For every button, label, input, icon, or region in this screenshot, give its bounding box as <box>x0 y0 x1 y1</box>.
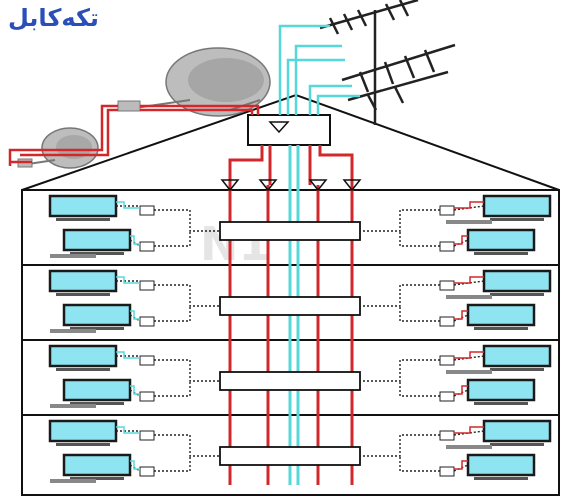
riser-caps <box>220 179 362 192</box>
tv-feed <box>116 276 140 284</box>
amplifier-icon <box>268 121 290 134</box>
tv-feed <box>116 351 140 359</box>
tv-icon <box>466 378 536 405</box>
antenna-cables <box>278 24 360 115</box>
splitter-icon <box>139 466 155 477</box>
tv-icon <box>466 453 536 480</box>
coax-cable <box>453 355 485 361</box>
splitter-icon <box>139 316 155 327</box>
coax-cable <box>399 456 440 472</box>
tv-feed <box>454 426 484 434</box>
coax-cable <box>154 209 220 232</box>
multiswitch <box>219 446 361 466</box>
tv-icon <box>466 228 536 255</box>
receiver <box>446 370 492 374</box>
coax-cable <box>453 430 485 436</box>
tv-feed <box>454 201 484 209</box>
multiswitch <box>219 221 361 241</box>
tv-antenna-icon <box>319 0 456 125</box>
splitter-icon <box>139 205 155 216</box>
receiver <box>446 220 492 224</box>
coax-cable <box>129 239 141 247</box>
multiswitch <box>219 371 361 391</box>
splitter-icon <box>439 391 455 402</box>
coax-cable <box>453 464 469 472</box>
coax-cable <box>129 389 141 397</box>
coax-cable <box>453 280 485 286</box>
coax-cable <box>154 306 191 322</box>
splitter-icon <box>439 280 455 291</box>
tv-feed <box>454 310 468 320</box>
tv-icon <box>482 269 552 296</box>
coax-cable <box>399 306 440 322</box>
tv-feed <box>454 235 468 245</box>
coax-cable <box>154 284 220 307</box>
splitter-icon <box>139 280 155 291</box>
receiver <box>446 445 492 449</box>
splitter-icon <box>439 466 455 477</box>
coax-cable <box>360 209 440 232</box>
satellite-dish-icon <box>117 47 271 117</box>
coax-cable <box>154 359 220 382</box>
coax-cable <box>154 456 191 472</box>
coax-cable <box>129 314 141 322</box>
splitter-icon <box>139 391 155 402</box>
tv-icon <box>482 419 552 446</box>
coax-cable <box>399 231 440 247</box>
tv-feed <box>130 460 140 470</box>
splitter-icon <box>139 355 155 366</box>
tv-icon <box>48 194 118 221</box>
tv-feed <box>454 385 468 395</box>
receiver <box>50 404 96 408</box>
tv-feed <box>130 385 140 395</box>
coax-cable <box>129 464 141 472</box>
tv-feed <box>454 460 468 470</box>
dish-cables <box>8 104 260 166</box>
brand-logo: تکه‌کابل <box>8 4 99 32</box>
splitter-icon <box>439 316 455 327</box>
receiver <box>446 295 492 299</box>
headend-unit <box>247 114 331 146</box>
tv-feed <box>454 276 484 284</box>
coax-cable <box>453 314 469 322</box>
coax-cable <box>360 359 440 382</box>
coax-cable <box>399 381 440 397</box>
splitter-icon <box>139 241 155 252</box>
splitter-icon <box>139 430 155 441</box>
tv-feed <box>116 426 140 434</box>
tv-icon <box>48 269 118 296</box>
tv-feed <box>116 201 140 209</box>
tv-feed <box>130 235 140 245</box>
receiver <box>50 479 96 483</box>
tv-icon <box>62 228 132 255</box>
coax-cable <box>154 381 191 397</box>
splitter-icon <box>439 205 455 216</box>
tv-icon <box>62 453 132 480</box>
coax-cable <box>360 284 440 307</box>
tv-icon <box>466 303 536 330</box>
coax-cable <box>360 434 440 457</box>
multiswitch <box>219 296 361 316</box>
splitter-icon <box>439 355 455 366</box>
tv-icon <box>482 194 552 221</box>
tv-feed <box>130 310 140 320</box>
coax-cable <box>453 205 485 211</box>
splitter-icon <box>439 430 455 441</box>
receiver <box>50 329 96 333</box>
coax-cable <box>453 389 469 397</box>
tv-icon <box>62 378 132 405</box>
coax-cable <box>154 434 220 457</box>
coax-cable <box>154 231 191 247</box>
tv-icon <box>62 303 132 330</box>
splitter-icon <box>439 241 455 252</box>
tv-icon <box>48 344 118 371</box>
receiver <box>50 254 96 258</box>
tv-icon <box>48 419 118 446</box>
tv-icon <box>482 344 552 371</box>
tv-feed <box>454 351 484 359</box>
coax-cable <box>453 239 469 247</box>
